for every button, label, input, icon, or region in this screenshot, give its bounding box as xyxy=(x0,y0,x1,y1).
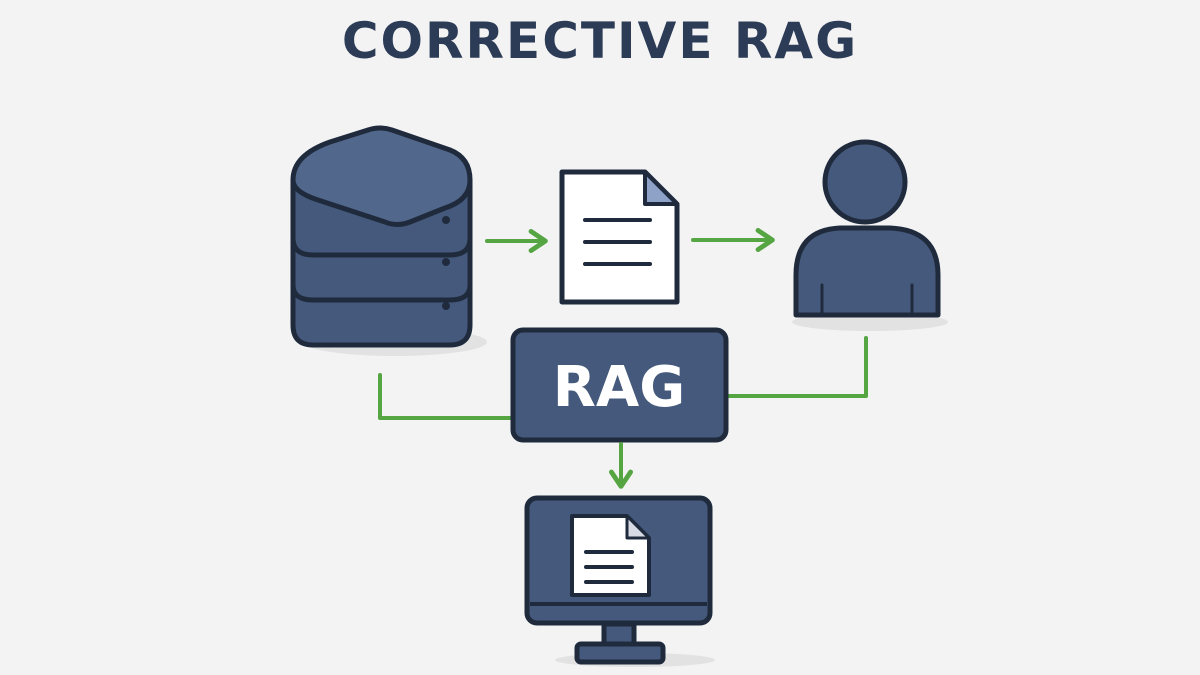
connector-database-to-rag xyxy=(378,373,515,420)
database-icon xyxy=(290,125,487,356)
user-icon xyxy=(792,139,948,331)
rag-box-label: RAG xyxy=(553,355,685,420)
diagram-title: CORRECTIVE RAG xyxy=(341,12,859,70)
rag-box: RAG xyxy=(510,327,729,443)
connector-user-to-rag xyxy=(724,336,868,398)
document-icon xyxy=(559,169,680,305)
monitor-document-icon xyxy=(570,514,651,597)
monitor-icon xyxy=(524,495,715,667)
